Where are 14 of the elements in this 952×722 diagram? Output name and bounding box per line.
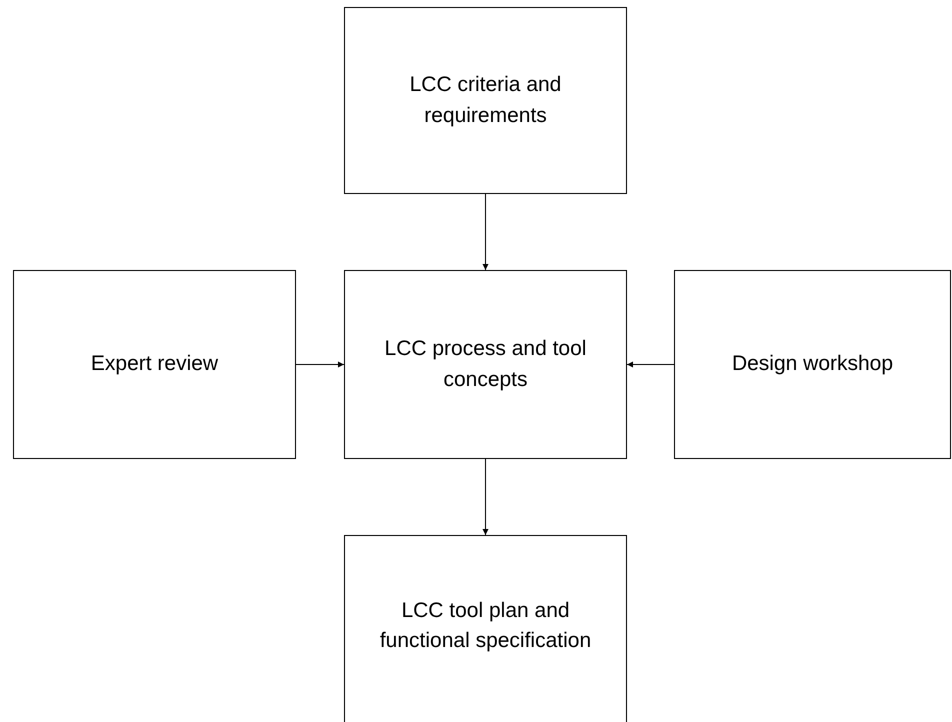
process-box xyxy=(344,7,627,194)
process-box xyxy=(674,270,951,459)
arrow xyxy=(482,194,488,270)
box-label: LCC process and tool concepts xyxy=(384,336,588,392)
box-label: Design workshop xyxy=(730,351,894,378)
process-box xyxy=(344,535,627,722)
process-box xyxy=(13,270,296,459)
arrow xyxy=(626,362,674,368)
box-label: Expert review xyxy=(90,351,220,378)
arrow xyxy=(296,362,344,368)
arrow xyxy=(482,458,488,536)
process-box xyxy=(344,270,627,459)
box-label: LCC tool plan and functional specification xyxy=(378,598,592,654)
box-label: LCC criteria and requirements xyxy=(408,72,562,128)
